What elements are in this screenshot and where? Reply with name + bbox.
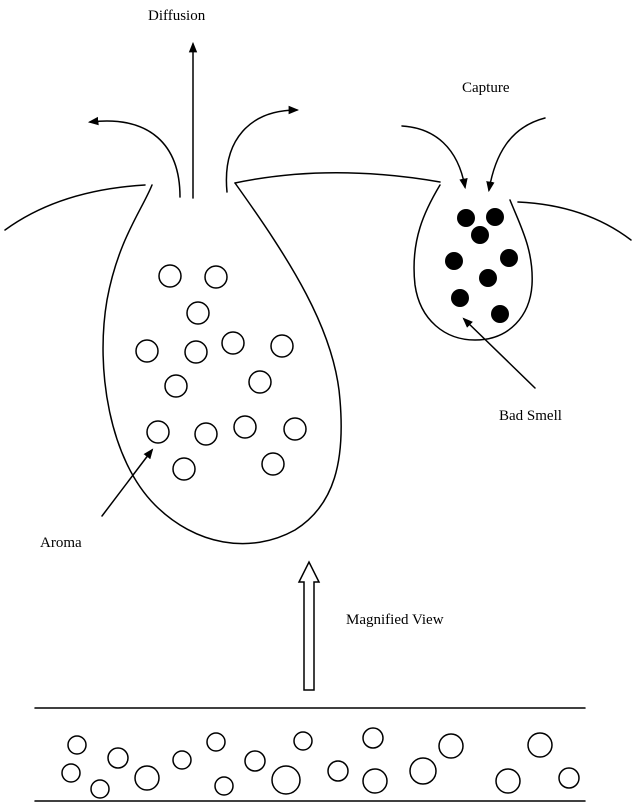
aroma-particle <box>147 421 169 443</box>
aroma-particle <box>187 302 209 324</box>
bad-smell-label: Bad Smell <box>499 408 562 424</box>
aroma-particle <box>222 332 244 354</box>
bad-smell-particle <box>479 269 497 287</box>
capture-capsule <box>414 185 532 340</box>
bad-smell-particle <box>471 226 489 244</box>
aroma-particle <box>165 375 187 397</box>
surface-line-right <box>518 202 631 240</box>
aroma-particles <box>136 265 306 480</box>
aroma-label: Aroma <box>40 535 82 551</box>
bad-smell-particle <box>451 289 469 307</box>
aroma-particle <box>249 371 271 393</box>
strip-particle <box>207 733 225 751</box>
aroma-particle <box>185 341 207 363</box>
aroma-particle <box>173 458 195 480</box>
bad-smell-particles <box>445 208 518 323</box>
diffusion-arrows <box>90 44 297 198</box>
aroma-particle <box>234 416 256 438</box>
strip-particle <box>328 761 348 781</box>
diffusion-label: Diffusion <box>148 8 206 24</box>
bad-smell-particle <box>445 252 463 270</box>
aroma-particle <box>159 265 181 287</box>
diffusion-arrow-right <box>226 110 297 192</box>
surface-line-middle <box>235 173 440 183</box>
aroma-capsule <box>103 183 341 544</box>
material-strip <box>35 708 585 801</box>
aroma-capsule-outline <box>103 183 341 544</box>
strip-particle <box>439 734 463 758</box>
strip-particle <box>294 732 312 750</box>
bad-smell-particle <box>457 209 475 227</box>
capture-arrow-right <box>489 118 545 190</box>
magnified-view-label: Magnified View <box>346 612 444 628</box>
aroma-particle <box>262 453 284 475</box>
aroma-particle <box>271 335 293 357</box>
surface-line-left <box>5 185 145 230</box>
aroma-particle <box>136 340 158 362</box>
strip-particle <box>62 764 80 782</box>
strip-particle <box>528 733 552 757</box>
bad-smell-particle <box>486 208 504 226</box>
strip-particle <box>215 777 233 795</box>
bad-smell-particle <box>491 305 509 323</box>
strip-particle <box>363 728 383 748</box>
strip-particle <box>245 751 265 771</box>
capture-label: Capture <box>462 80 510 96</box>
surface-lines <box>5 173 631 240</box>
magnified-view-arrow <box>299 562 319 690</box>
strip-particle <box>363 769 387 793</box>
strip-particles <box>62 728 579 798</box>
strip-particle <box>496 769 520 793</box>
strip-particle <box>108 748 128 768</box>
strip-particle <box>91 780 109 798</box>
bad-smell-particle <box>500 249 518 267</box>
aroma-particle <box>205 266 227 288</box>
bad-smell-pointer-arrow <box>464 319 535 388</box>
aroma-particle <box>284 418 306 440</box>
strip-particle <box>272 766 300 794</box>
strip-particle <box>173 751 191 769</box>
strip-particle <box>559 768 579 788</box>
strip-particle <box>135 766 159 790</box>
strip-particle <box>68 736 86 754</box>
strip-particle <box>410 758 436 784</box>
aroma-particle <box>195 423 217 445</box>
aroma-pointer-arrow <box>102 450 152 516</box>
